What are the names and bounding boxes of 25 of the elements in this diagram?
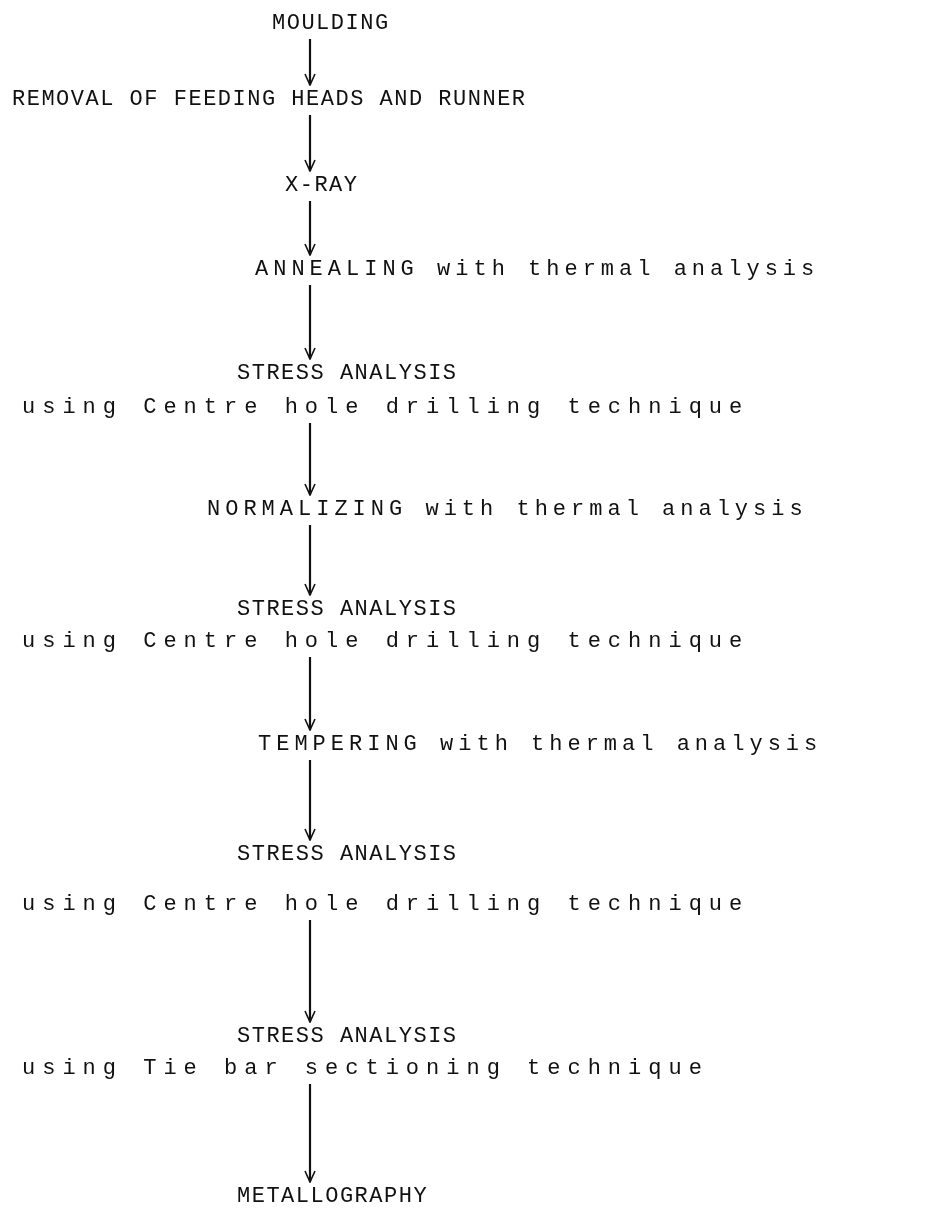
arrow [304, 115, 316, 172]
step-detail: using Centre hole drilling technique [22, 628, 750, 656]
arrow [304, 525, 316, 596]
step-label: METALLOGRAPHY [237, 1183, 429, 1211]
step-label: X-RAY [285, 172, 359, 200]
step-label: REMOVAL OF FEEDING HEADS AND RUNNER [12, 86, 527, 114]
step-heading: STRESS ANALYSIS [237, 596, 458, 624]
arrow [304, 657, 316, 731]
step-label: ANNEALING with thermal analysis [255, 256, 820, 284]
step-heading: STRESS ANALYSIS [237, 360, 458, 388]
step-heading: STRESS ANALYSIS [237, 1023, 458, 1051]
arrow [304, 39, 316, 86]
arrow [304, 920, 316, 1023]
step-detail: using Tie bar sectioning technique [22, 1055, 709, 1083]
arrow [304, 760, 316, 841]
arrow [304, 1084, 316, 1183]
step-detail: using Centre hole drilling technique [22, 394, 750, 422]
step-heading: STRESS ANALYSIS [237, 841, 458, 869]
step-detail: using Centre hole drilling technique [22, 891, 750, 919]
arrow [304, 423, 316, 496]
step-label: MOULDING [272, 10, 390, 38]
step-label: TEMPERING with thermal analysis [258, 731, 823, 759]
arrow [304, 201, 316, 256]
step-label: NORMALIZING with thermal analysis [207, 496, 808, 524]
arrow [304, 285, 316, 360]
